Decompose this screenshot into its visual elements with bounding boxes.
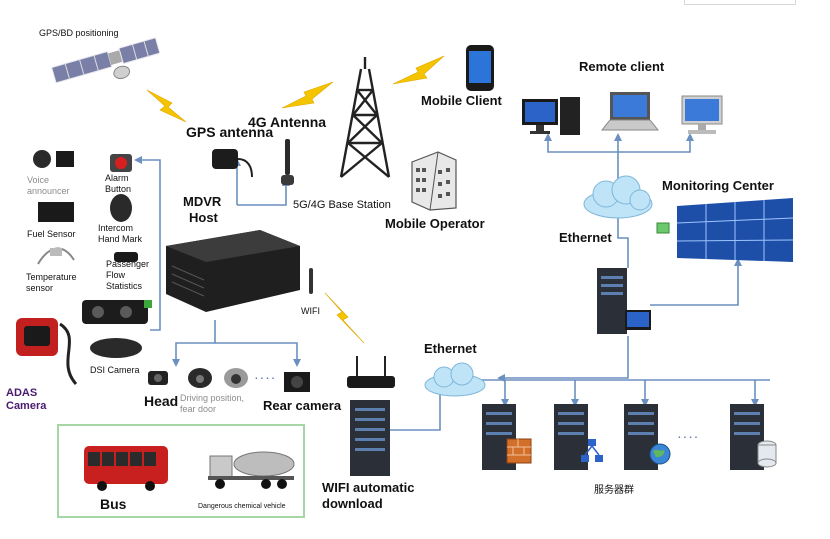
- server-icon: [597, 268, 651, 334]
- link-sensors: [140, 159, 161, 331]
- globe-icon: [649, 443, 671, 465]
- temperature-sensor-icon: [37, 247, 75, 265]
- passenger-flow-icon: [114, 252, 138, 262]
- label-intercom-1: Intercom: [98, 223, 134, 233]
- wifi-antenna-icon: [309, 268, 313, 294]
- bus-icon: [84, 446, 168, 491]
- link-server-wall: [650, 265, 739, 306]
- cloud-icon: [583, 175, 653, 219]
- database-icon: [757, 440, 777, 468]
- lightning-gps: [146, 89, 187, 123]
- link-cloud-server: [617, 215, 629, 268]
- tower-icon: [339, 57, 391, 178]
- label-base-station: 5G/4G Base Station: [293, 199, 391, 211]
- link-cam-head: [175, 320, 216, 360]
- server-dots: . . . .: [678, 430, 698, 441]
- camera-icon: [82, 300, 152, 358]
- link-mdvr-4g: [237, 185, 287, 206]
- label-temp-1: Temperature: [26, 272, 77, 282]
- camera-dots: . . . .: [255, 371, 275, 382]
- label-passenger-3: Statistics: [106, 281, 143, 291]
- label-mobile-client: Mobile Client: [421, 93, 502, 108]
- label-adas-1: ADAS: [6, 387, 38, 399]
- router-icon: [347, 356, 395, 388]
- label-fuel-sensor: Fuel Sensor: [27, 229, 76, 239]
- label-monitoring-center: Monitoring Center: [662, 178, 774, 193]
- label-passenger-2: Flow: [106, 270, 126, 280]
- lightning-mobile: [392, 55, 445, 85]
- camera-icon: [148, 371, 168, 385]
- camera-icon: [284, 372, 310, 392]
- link-cam-rear: [215, 342, 298, 360]
- network-icon: [581, 439, 603, 462]
- label-rear-camera: Rear camera: [263, 398, 342, 413]
- label-driving-2: fear door: [180, 404, 217, 414]
- label-alarm-1: Alarm: [105, 173, 129, 183]
- label-voice-2: announcer: [27, 186, 70, 196]
- label-wifi: WIFI: [301, 306, 320, 316]
- building-icon: [411, 151, 457, 211]
- label-adas-2: Camera: [6, 400, 47, 412]
- camera-icon: [188, 368, 212, 388]
- label-gps-positioning: GPS/BD positioning: [39, 28, 119, 38]
- label-mdvr-line1: MDVR: [183, 194, 222, 209]
- label-dsi-camera: DSI Camera: [90, 365, 140, 375]
- label-gps-antenna: GPS antenna: [186, 124, 274, 140]
- label-temp-2: sensor: [26, 283, 54, 293]
- voice-announcer-icon: [33, 150, 74, 168]
- phone-icon: [466, 45, 494, 91]
- alarm-button-icon: [110, 154, 132, 172]
- desktop-icon: [522, 97, 580, 135]
- label-dangerous-vehicle: Dangerous chemical vehicle: [198, 503, 286, 510]
- label-intercom-2: Hand Mark: [98, 234, 143, 244]
- label-bus: Bus: [100, 496, 127, 512]
- firewall-icon: [506, 438, 532, 464]
- 4g-antenna-icon: [281, 139, 294, 185]
- label-driving-1: Driving position,: [180, 393, 245, 403]
- tanker-icon: [208, 451, 295, 489]
- fuel-sensor-icon: [38, 202, 74, 222]
- network-port-icon: [656, 222, 670, 234]
- label-wifi-download-1: WIFI automatic: [322, 480, 415, 495]
- vehicle-frame: [57, 424, 305, 518]
- desktop-icon: [681, 95, 723, 134]
- intercom-icon: [110, 194, 132, 222]
- label-ethernet-bottom: Ethernet: [424, 341, 477, 356]
- laptop-icon: [600, 92, 660, 131]
- gps-antenna-icon: [212, 149, 253, 178]
- satellite-icon: [51, 37, 161, 84]
- label-remote-client: Remote client: [579, 59, 665, 74]
- camera-icon: [224, 368, 248, 388]
- label-server-group: 服务器群: [594, 485, 634, 496]
- label-mdvr-line2: Host: [189, 210, 218, 225]
- top-edge-bar: [684, 0, 796, 5]
- camera-icon: [16, 318, 58, 356]
- label-voice-1: Voice: [27, 175, 50, 185]
- camera-cable-icon: [59, 322, 78, 386]
- label-ethernet-top: Ethernet: [559, 230, 612, 245]
- label-4g-antenna: 4G Antenna: [248, 114, 327, 130]
- server-icon: [350, 400, 390, 476]
- cloud-icon: [424, 362, 486, 397]
- lightning-wifi: [324, 292, 365, 344]
- label-passenger-1: Passenger: [106, 259, 150, 269]
- lightning-4g: [281, 81, 334, 109]
- label-wifi-download-2: download: [322, 496, 383, 511]
- mdvr-icon: [166, 230, 300, 312]
- link-remote: [547, 140, 691, 153]
- video-wall-icon: [676, 198, 794, 262]
- link-server-eth: [504, 336, 629, 379]
- label-mobile-operator: Mobile Operator: [385, 216, 485, 231]
- label-head: Head: [144, 393, 179, 409]
- label-alarm-2: Button: [105, 184, 132, 194]
- link-wifi-server: [390, 392, 441, 431]
